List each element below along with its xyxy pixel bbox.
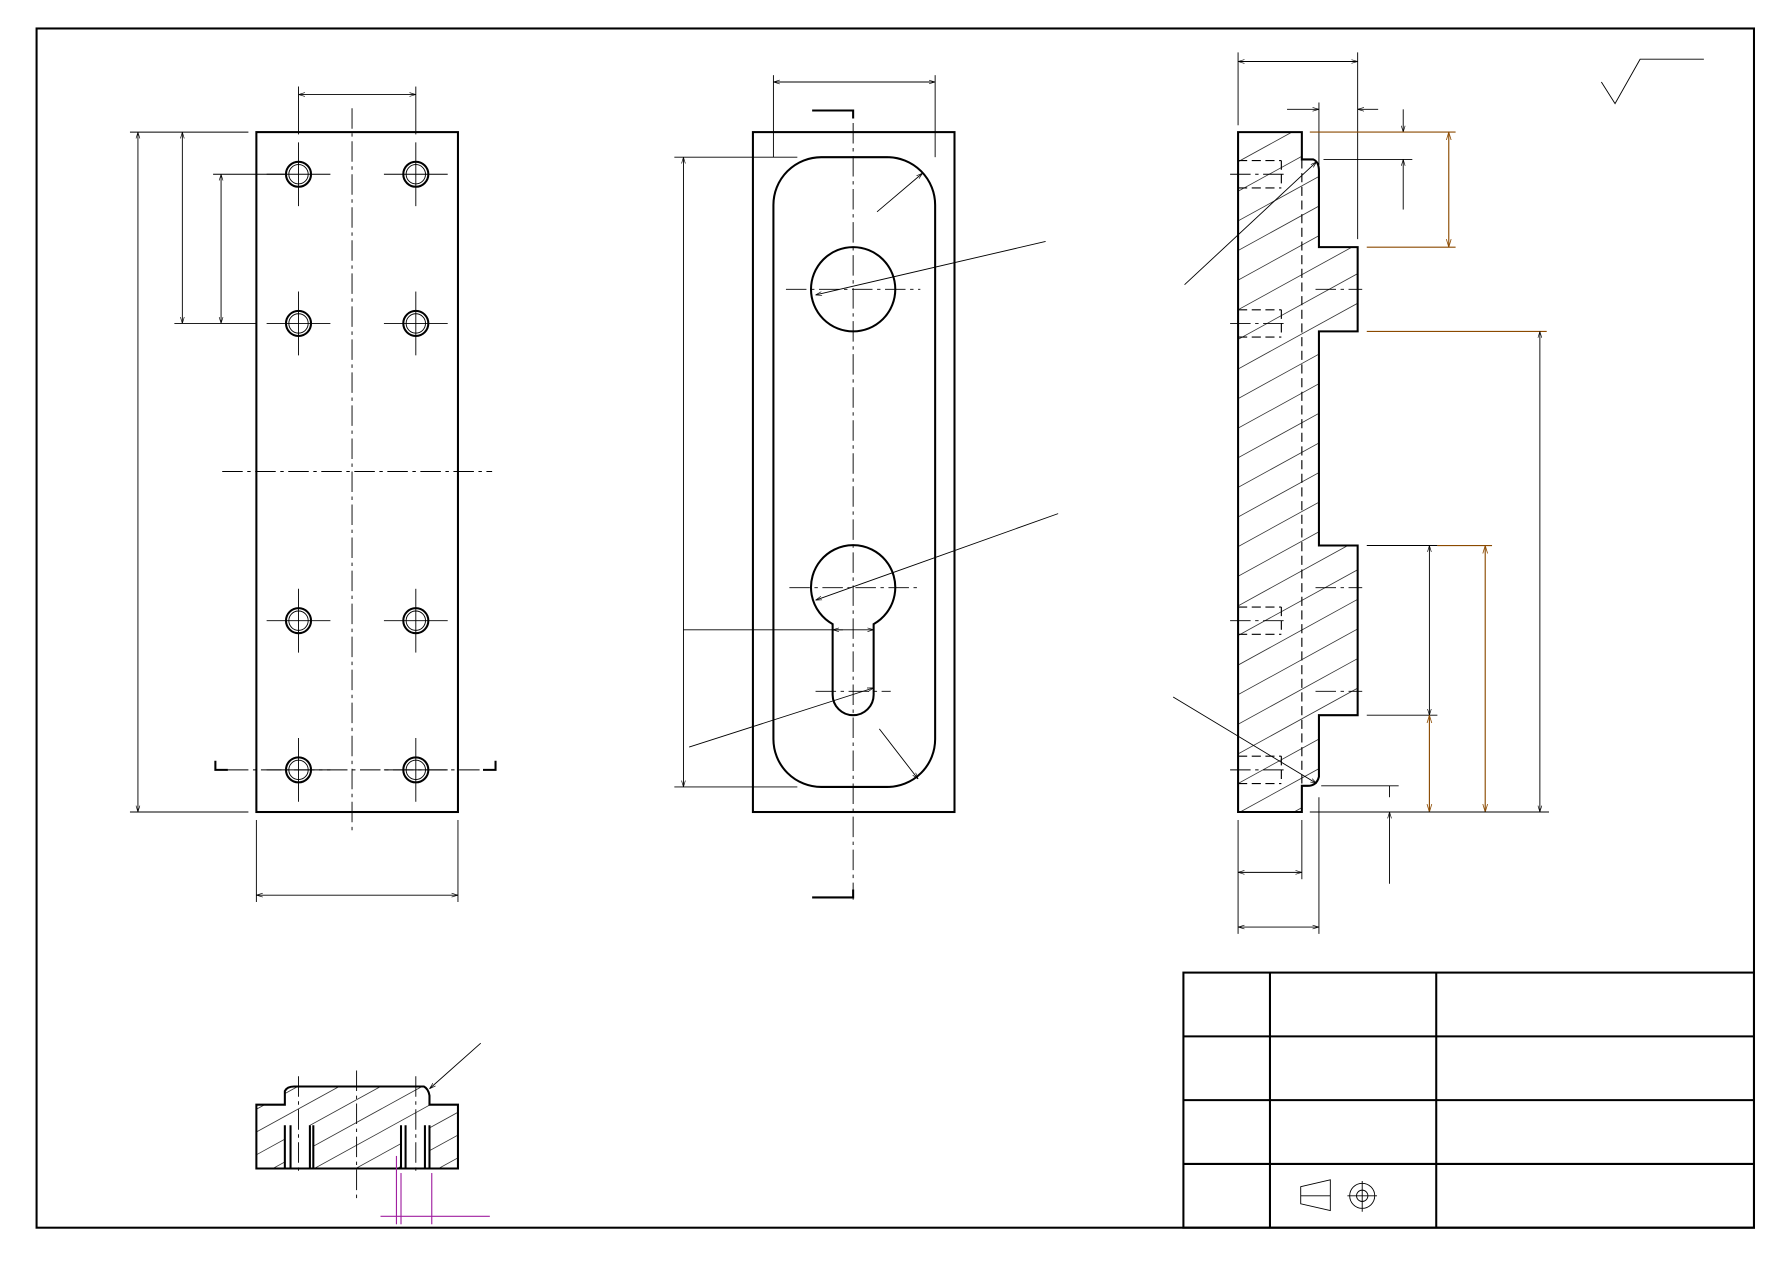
hatch-line xyxy=(1238,332,1358,399)
hole xyxy=(383,588,448,653)
surface-roughness-icon xyxy=(1600,58,1704,105)
side-section-view xyxy=(1172,52,1549,934)
drawing-shape xyxy=(1347,1181,1378,1212)
hatch-line xyxy=(314,1089,458,1169)
section-mark-left xyxy=(214,760,228,771)
hole xyxy=(266,588,331,653)
hatch-line xyxy=(1239,747,1358,813)
hatch-line xyxy=(256,1086,381,1156)
dimensions-side-view xyxy=(1172,52,1549,934)
section-mark-top xyxy=(812,109,855,119)
hatch-line xyxy=(1347,806,1358,813)
hidden-hole xyxy=(1230,606,1288,635)
hatch-line xyxy=(1238,132,1346,192)
mounting-holes xyxy=(266,142,448,802)
drawing-line xyxy=(876,173,923,213)
hatch-line xyxy=(256,1086,340,1133)
section-mark-right xyxy=(483,760,497,771)
hole-walls xyxy=(283,1125,431,1169)
drawing-line xyxy=(1184,162,1317,286)
hatch-line xyxy=(1238,539,1358,607)
section-mark-bottom xyxy=(812,889,855,899)
hole xyxy=(266,291,331,356)
hatch-line xyxy=(1238,391,1358,459)
first-angle-projection-icon xyxy=(1300,1179,1378,1212)
hatch-line xyxy=(438,1157,458,1169)
section-profile xyxy=(255,1085,459,1170)
drawing-line xyxy=(878,728,918,779)
drawing-line xyxy=(1172,696,1316,784)
hatch-line xyxy=(1238,598,1358,666)
hatch-line xyxy=(1238,480,1358,548)
hole xyxy=(383,291,448,356)
hatch-line xyxy=(1238,510,1358,577)
hatch-line xyxy=(1238,569,1358,636)
recess-outline xyxy=(772,156,937,788)
side-profile xyxy=(1237,131,1359,814)
hatch-line xyxy=(1238,302,1358,370)
sheet-border xyxy=(35,27,1756,1229)
magenta-dimension xyxy=(380,1155,490,1225)
drawing-line xyxy=(689,687,873,748)
drawing-line xyxy=(816,513,1059,601)
hidden-holes xyxy=(1230,160,1288,785)
keyhole-cutout xyxy=(810,544,897,717)
hatch-line xyxy=(1238,362,1358,429)
hatch-line xyxy=(1238,421,1358,488)
section-hatching xyxy=(1238,132,1358,813)
hatch-line xyxy=(1238,717,1358,784)
hatch-line xyxy=(1238,243,1358,311)
hidden-hole xyxy=(1230,309,1288,338)
hatch-line xyxy=(1238,132,1293,163)
bottom-section-view xyxy=(255,1042,490,1225)
drawing-shape xyxy=(1300,1179,1331,1212)
hatch-line xyxy=(1238,658,1358,725)
hatch-line xyxy=(1238,450,1358,518)
outer-outline xyxy=(751,131,956,814)
hatch-line xyxy=(1293,776,1358,813)
hatch-line xyxy=(1238,628,1358,696)
hidden-hole xyxy=(1230,755,1288,785)
hatch-line xyxy=(1238,273,1358,340)
hatch-line xyxy=(256,1086,298,1110)
drawing-line xyxy=(816,240,1046,295)
top-view xyxy=(129,86,497,902)
hidden-hole xyxy=(1230,160,1288,189)
plate-outline xyxy=(255,131,459,814)
dimensions-front-view xyxy=(674,75,1059,788)
front-view xyxy=(674,75,1059,900)
chamfer-leader xyxy=(429,1042,482,1089)
hole xyxy=(383,142,448,207)
dimensions-top-view xyxy=(129,86,459,902)
hatch-line xyxy=(1238,687,1358,755)
title-block xyxy=(1182,971,1756,1229)
